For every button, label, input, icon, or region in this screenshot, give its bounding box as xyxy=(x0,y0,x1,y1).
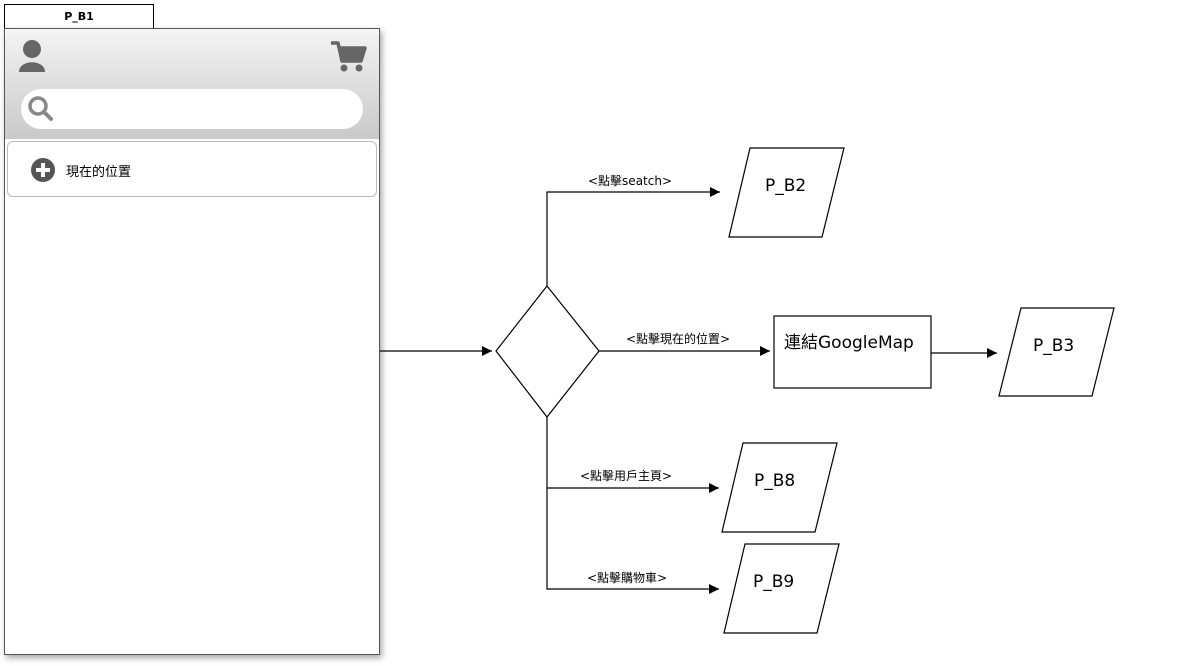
googlemap-process-box xyxy=(773,315,932,389)
googlemap-label: 連結GoogleMap xyxy=(784,333,914,353)
pb8-label: P_B8 xyxy=(754,471,796,491)
edge-label-search: <點擊seatch> xyxy=(588,174,673,188)
phone-screen: 現在的位置 xyxy=(4,28,380,655)
pb2-node xyxy=(728,147,845,238)
current-location-label: 現在的位置 xyxy=(66,165,132,180)
pb9-node xyxy=(723,543,840,634)
decision-node xyxy=(495,285,600,418)
pb8-node xyxy=(721,442,838,533)
edge-to-pb9 xyxy=(546,417,719,594)
pb9-label: P_B9 xyxy=(753,572,795,592)
search-icon xyxy=(28,96,53,121)
search-input[interactable] xyxy=(21,89,363,129)
edge-label-location: <點擊現在的位置> xyxy=(626,332,731,346)
screen-tab-title: P_B1 xyxy=(4,4,154,28)
edge-label-user-home: <點擊用戶主頁> xyxy=(580,469,673,483)
user-icon[interactable] xyxy=(17,39,47,73)
pb2-label: P_B2 xyxy=(765,176,807,196)
top-bar xyxy=(5,29,379,139)
edge-to-pb2 xyxy=(546,187,720,286)
add-circle-icon xyxy=(31,158,55,182)
pb3-label: P_B3 xyxy=(1033,336,1075,356)
current-location-item[interactable]: 現在的位置 xyxy=(7,141,377,197)
cart-icon[interactable] xyxy=(329,39,367,73)
pb3-node xyxy=(998,307,1115,397)
edge-label-cart: <點擊購物車> xyxy=(587,571,668,585)
